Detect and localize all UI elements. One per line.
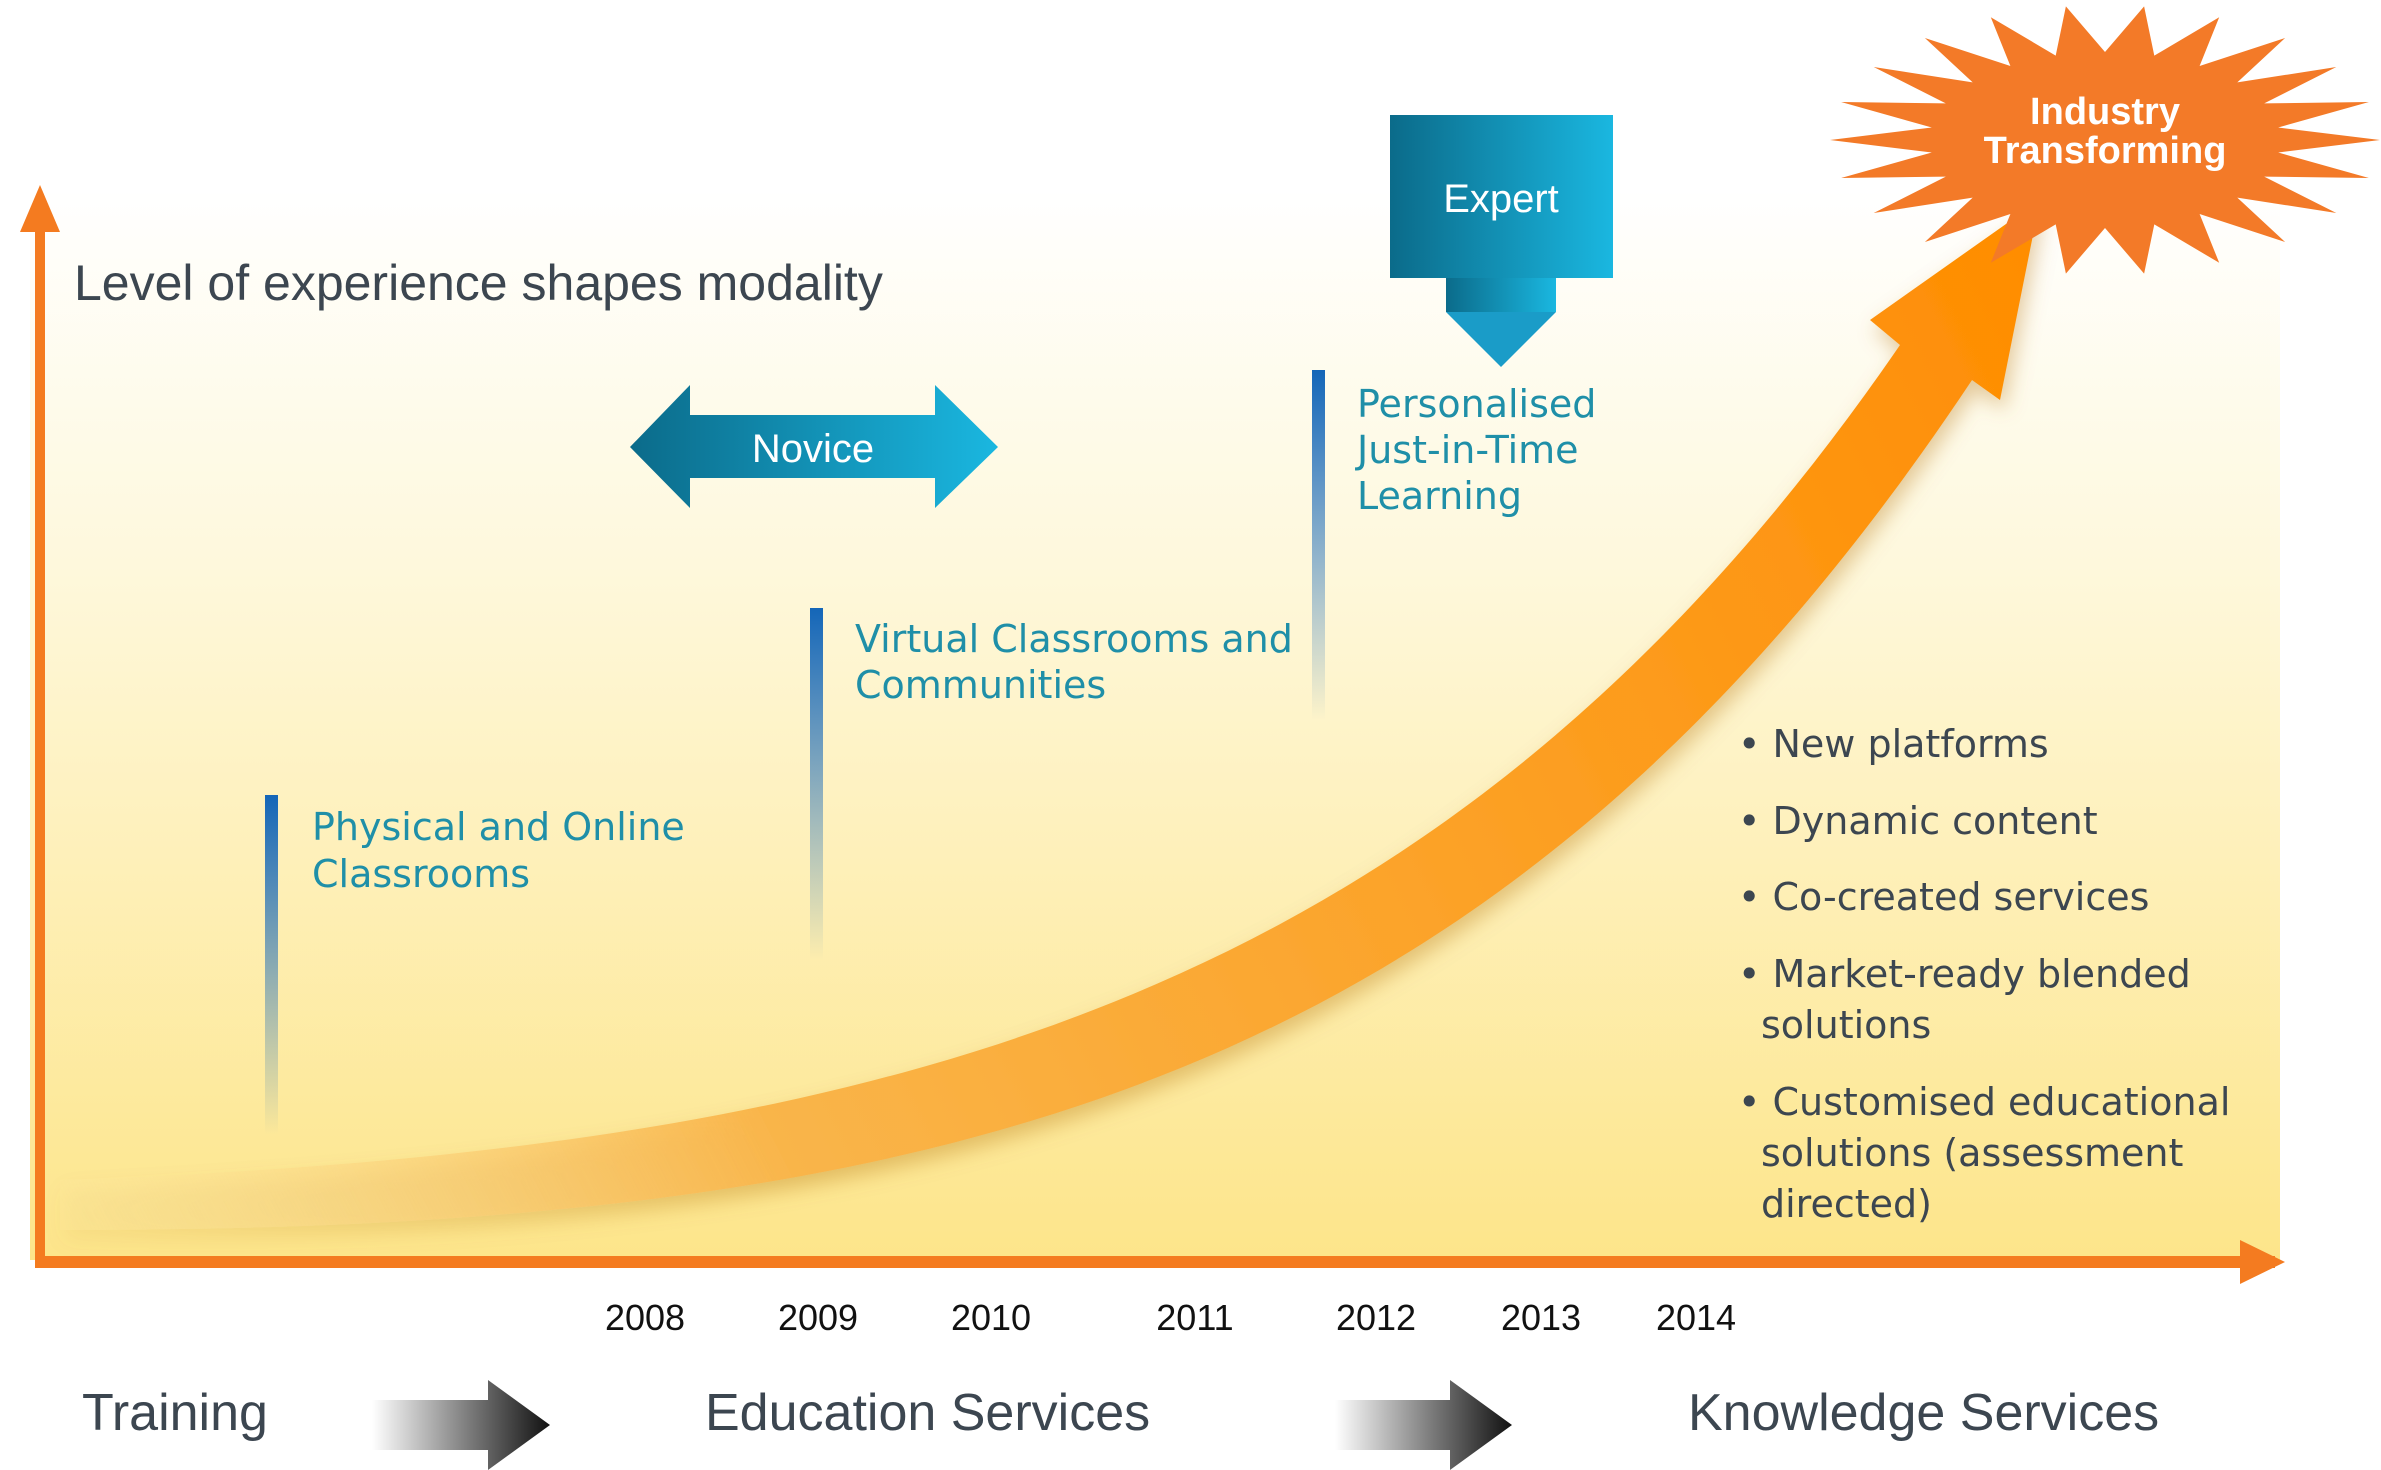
year-label: 2008 xyxy=(605,1297,685,1338)
x-axis-line xyxy=(35,1256,2275,1268)
personalised-milestone-label: Personalised Just-in-Time Learning xyxy=(1355,382,1609,518)
diagram-heading: Level of experience shapes modality xyxy=(74,255,883,311)
bullet-co-created-services: • Co-created services xyxy=(1738,875,2149,919)
novice-label: Novice xyxy=(752,427,874,471)
virtual-milestone-label: Virtual Classrooms and Communities xyxy=(855,617,1305,707)
bullet-new-platforms: • New platforms xyxy=(1738,722,2049,766)
personalised-line-2: Just-in-Time xyxy=(1355,428,1579,472)
year-label: 2012 xyxy=(1336,1297,1416,1338)
industry-transforming-burst: Industry Transforming xyxy=(1830,6,2380,274)
bullet-customised-cont-2: directed) xyxy=(1761,1182,1932,1226)
stage-education-services: Education Services xyxy=(705,1384,1150,1442)
year-label: 2013 xyxy=(1501,1297,1581,1338)
axes xyxy=(20,185,2285,1284)
burst-line-1: Industry xyxy=(2030,91,2180,133)
expert-down-arrow: Expert xyxy=(1390,115,1613,367)
bullet-customised-cont-1: solutions (assessment xyxy=(1761,1131,2183,1175)
year-label: 2009 xyxy=(778,1297,858,1338)
physical-line-2: Classrooms xyxy=(312,852,530,896)
personalised-milestone-bar xyxy=(1312,370,1325,720)
expert-label: Expert xyxy=(1443,177,1559,221)
virtual-line-1: Virtual Classrooms and xyxy=(855,617,1293,661)
year-labels: 2008 2009 2010 2011 2012 2013 2014 xyxy=(605,1297,1736,1338)
bullet-customised: • Customised educational xyxy=(1738,1080,2230,1124)
novice-double-arrow: Novice xyxy=(630,385,998,508)
stage-knowledge-services: Knowledge Services xyxy=(1688,1384,2159,1442)
physical-milestone-label: Physical and Online Classrooms xyxy=(312,805,697,896)
bullet-market-ready: • Market-ready blended xyxy=(1738,952,2191,996)
virtual-line-2: Communities xyxy=(855,663,1106,707)
stage-arrow-2 xyxy=(1335,1380,1512,1470)
year-label: 2010 xyxy=(951,1297,1031,1338)
growth-curve-arrow xyxy=(60,200,2040,1230)
bullet-market-ready-cont: solutions xyxy=(1761,1003,1931,1047)
personalised-line-1: Personalised xyxy=(1357,382,1596,426)
stage-training: Training xyxy=(82,1384,268,1442)
y-axis-line xyxy=(35,220,45,1260)
year-label: 2011 xyxy=(1156,1297,1233,1338)
physical-milestone-bar xyxy=(265,795,278,1135)
burst-line-2: Transforming xyxy=(1984,130,2227,172)
x-axis-arrowhead xyxy=(2240,1240,2285,1284)
year-label: 2014 xyxy=(1656,1297,1736,1338)
stage-arrow-1 xyxy=(372,1380,550,1470)
y-axis-arrowhead xyxy=(20,185,60,232)
physical-line-1: Physical and Online xyxy=(312,805,685,849)
virtual-milestone-bar xyxy=(810,608,823,960)
bullet-list: • New platforms • Dynamic content • Co-c… xyxy=(1738,722,2230,1226)
personalised-line-3: Learning xyxy=(1357,474,1522,518)
bullet-dynamic-content: • Dynamic content xyxy=(1738,799,2098,843)
